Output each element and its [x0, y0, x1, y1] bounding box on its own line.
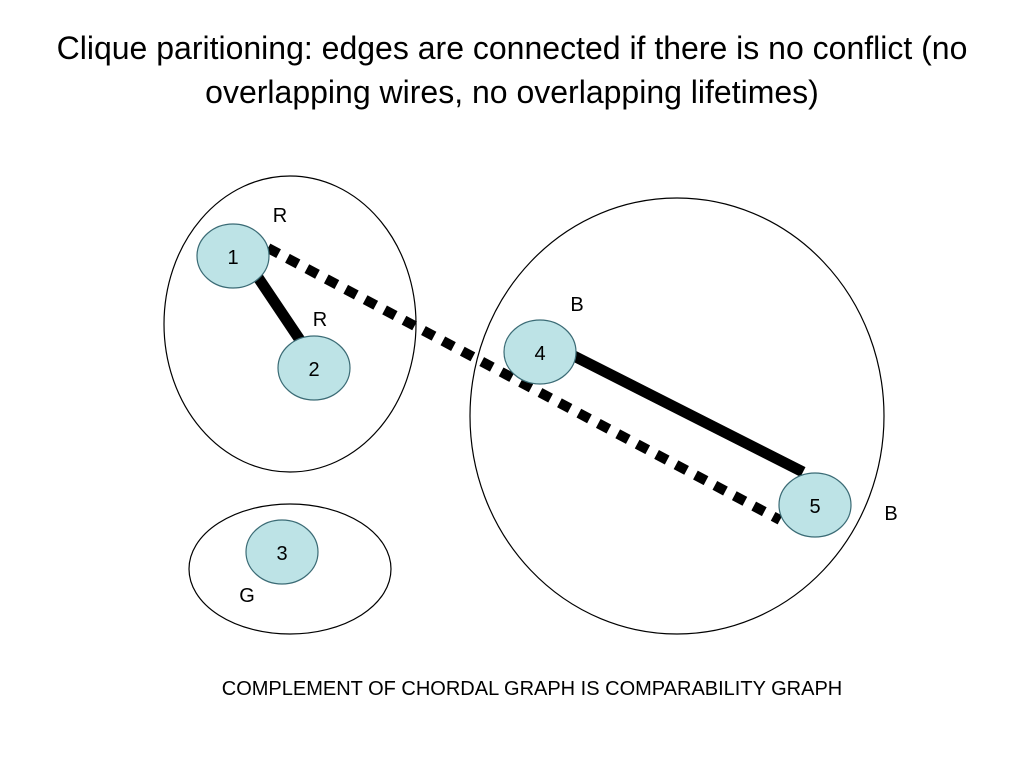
group-bottom-outline — [188, 503, 392, 635]
node-4-label: 4 — [534, 343, 545, 365]
label-g-node-3: G — [239, 585, 255, 607]
node-2-label: 2 — [308, 359, 319, 381]
edge-1-2 — [250, 269, 307, 347]
label-r-node-2: R — [313, 309, 327, 331]
node-4: 4 — [503, 319, 577, 385]
node-3: 3 — [245, 519, 319, 585]
group-right-outline — [469, 197, 885, 635]
label-b-node-4: B — [570, 294, 583, 316]
slide-title: Clique paritioning: edges are connected … — [56, 30, 968, 110]
node-1-label: 1 — [227, 247, 238, 269]
group-left-outline — [163, 175, 417, 473]
label-b-node-5: B — [884, 503, 897, 525]
edge-4-5 — [565, 348, 806, 477]
node-5: 5 — [778, 472, 852, 538]
label-r-node-1: R — [273, 205, 287, 227]
node-5-label: 5 — [809, 496, 820, 518]
edge-1-5-dashed — [265, 243, 783, 525]
node-2: 2 — [277, 335, 351, 401]
slide-caption: COMPLEMENT OF CHORDAL GRAPH IS COMPARABI… — [221, 678, 843, 700]
node-3-label: 3 — [276, 543, 287, 565]
node-1: 1 — [196, 223, 270, 289]
